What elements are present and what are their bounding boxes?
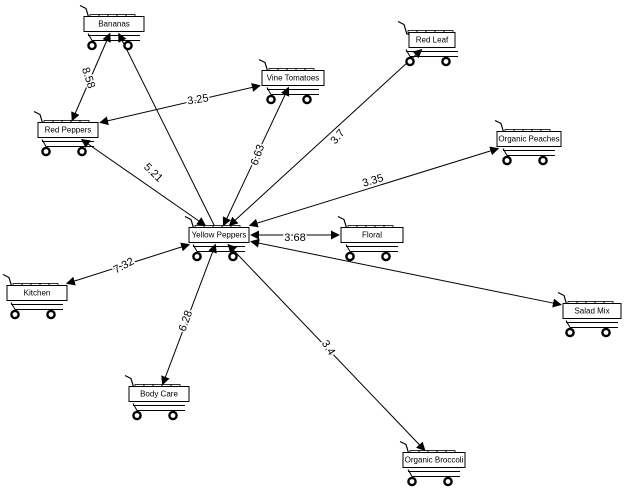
node-label: Vine Tomatoes [267, 74, 320, 83]
node-box [408, 32, 456, 48]
node-bananas[interactable]: Bananas [79, 4, 145, 51]
edge-label: 3.4 [319, 338, 337, 357]
edge-yellow-peppers-bananas [118, 32, 215, 226]
edge-yellow-peppers-organic-peaches [248, 146, 500, 228]
node-label: Organic Broccoli [405, 456, 464, 465]
node-yellow-peppers[interactable]: Yellow Peppers [184, 215, 250, 262]
node-box [340, 227, 404, 243]
node-label: Kitchen [24, 289, 51, 298]
shopping-cart-icon [557, 291, 618, 338]
node-floral[interactable]: Floral [337, 215, 404, 262]
node-label: Bananas [98, 20, 130, 29]
edge-labels-layer: 8.583.256.635.213.73.353.683.46.287.32 [78, 64, 387, 359]
node-body-care[interactable]: Body Care [124, 374, 190, 421]
node-red-leaf[interactable]: Red Leaf [397, 20, 458, 67]
node-box [188, 227, 250, 243]
node-box [37, 122, 99, 138]
node-vine-tomatoes[interactable]: Vine Tomatoes [258, 58, 325, 105]
node-box [261, 70, 325, 86]
edge-label: 3.68 [284, 232, 305, 244]
node-label: Body Care [140, 390, 178, 399]
edge-yellow-peppers-salad-mix [250, 238, 562, 308]
edge-yellow-peppers-red-peppers [80, 138, 207, 227]
edge-label: 3.7 [328, 127, 347, 146]
node-label: Red Peppers [45, 126, 92, 135]
edge-yellow-peppers-organic-broccoli [227, 243, 426, 452]
node-organic-broccoli[interactable]: Organic Broccoli [399, 440, 466, 487]
edge-label: 3.25 [186, 92, 209, 107]
shopping-cart-icon [258, 58, 319, 105]
edge-label: 5.21 [141, 161, 165, 185]
edges-layer [65, 32, 562, 452]
node-box [6, 285, 68, 301]
edge-label: 6.63 [249, 143, 268, 167]
edge-yellow-peppers-body-care [161, 243, 217, 386]
shopping-cart-icon [397, 20, 458, 67]
node-box [402, 452, 466, 468]
node-red-peppers[interactable]: Red Peppers [33, 110, 99, 157]
node-box [562, 303, 622, 319]
node-label: Floral [362, 231, 382, 240]
node-kitchen[interactable]: Kitchen [2, 273, 68, 320]
edge-yellow-peppers-red-leaf [228, 48, 423, 227]
node-organic-peaches[interactable]: Organic Peaches [494, 119, 562, 166]
edge-label: 3.35 [361, 172, 385, 190]
node-box [128, 386, 190, 402]
edge-red-peppers-bananas [71, 32, 111, 122]
node-box [83, 16, 145, 32]
node-label: Red Leaf [416, 36, 449, 45]
edge-yellow-peppers-kitchen [65, 242, 191, 286]
node-box [496, 131, 562, 147]
node-label: Yellow Peppers [192, 231, 247, 240]
edge-label: 6.28 [177, 309, 196, 333]
edge-label: 7.32 [112, 256, 137, 277]
edge-red-peppers-vine-tomatoes [99, 83, 261, 126]
node-salad-mix[interactable]: Salad Mix [557, 291, 622, 338]
node-label: Organic Peaches [498, 135, 559, 144]
node-label: Salad Mix [574, 307, 609, 316]
